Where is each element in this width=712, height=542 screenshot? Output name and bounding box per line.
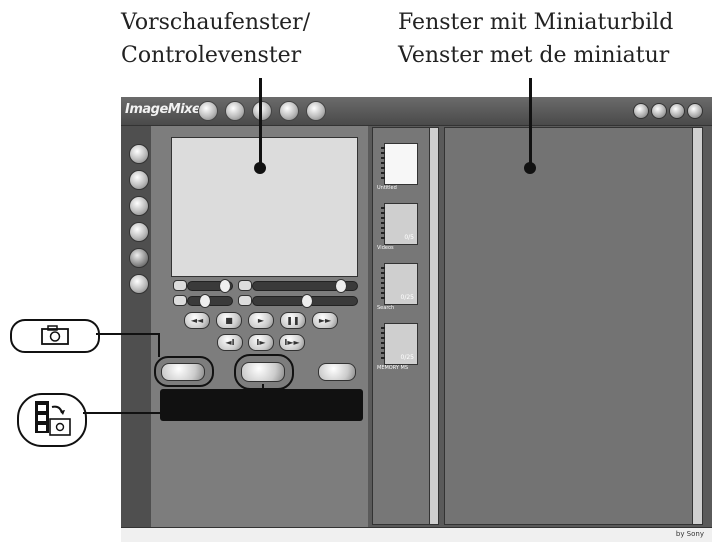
thumbnail-scrollbar[interactable] xyxy=(692,127,703,525)
preview-leader-line xyxy=(259,78,262,168)
capture-to-album-connector-up xyxy=(262,384,264,414)
next-frame-button[interactable]: I► xyxy=(248,334,274,351)
preview-leader-dot xyxy=(254,162,266,174)
capture-to-album-button[interactable] xyxy=(241,362,285,382)
volume-knob[interactable] xyxy=(218,279,231,293)
capture-to-album-label xyxy=(17,393,87,447)
speed-icon xyxy=(238,295,252,306)
status-bar: by Sony xyxy=(121,527,712,542)
info-bar xyxy=(160,389,363,421)
fast-forward-button[interactable]: ►► xyxy=(312,312,338,329)
thumbnail-leader-dot xyxy=(524,162,536,174)
info-icon[interactable] xyxy=(651,103,667,119)
help-icon[interactable] xyxy=(633,103,649,119)
balance-slider[interactable] xyxy=(187,294,233,308)
capture-tool-icon[interactable] xyxy=(129,248,149,268)
print-mode-icon[interactable] xyxy=(306,101,326,121)
thumbnail-window xyxy=(444,127,694,525)
edit-tool-icon[interactable] xyxy=(129,222,149,242)
rewind-button[interactable]: ◄◄ xyxy=(184,312,210,329)
balance-icon xyxy=(173,295,187,306)
camera-label xyxy=(10,319,100,353)
caption-thumbnail-window: Fenster mit Miniaturbild Venster met de … xyxy=(398,6,673,72)
binder-icon xyxy=(381,267,385,301)
pause-button[interactable]: ❚❚ xyxy=(280,312,306,329)
album-count: 0/25 xyxy=(400,294,414,301)
binder-icon xyxy=(381,147,385,181)
album-label: Search xyxy=(377,305,395,311)
seek-icon xyxy=(238,280,252,291)
album-item[interactable]: 0/25 xyxy=(381,263,418,305)
disc-mode-icon[interactable] xyxy=(279,101,299,121)
album-mode-icon[interactable] xyxy=(252,101,272,121)
camera-label-connector xyxy=(96,333,160,335)
imagemixer-window: ImageMixer ◄◄ ■ ► ❚❚ ►► ◄I I► xyxy=(121,97,712,542)
capture-to-album-connector xyxy=(83,412,263,414)
stop-button[interactable]: ■ xyxy=(216,312,242,329)
balance-knob[interactable] xyxy=(198,294,211,308)
play-button[interactable]: ► xyxy=(248,312,274,329)
video-mode-icon[interactable] xyxy=(225,101,245,121)
camera-label-connector-down xyxy=(158,333,160,357)
import-icon[interactable] xyxy=(129,144,149,164)
album-item[interactable] xyxy=(381,143,418,185)
album-label: Videos xyxy=(377,245,394,251)
close-icon[interactable] xyxy=(687,103,703,119)
camera-icon xyxy=(41,325,69,345)
slow-forward-button[interactable]: I►► xyxy=(279,334,305,351)
binder-icon xyxy=(381,207,385,241)
album-tool-icon[interactable] xyxy=(129,170,149,190)
app-logo: ImageMixer xyxy=(125,102,207,117)
album-count: 0/5 xyxy=(404,234,414,241)
previous-frame-button[interactable]: ◄I xyxy=(217,334,243,351)
caption-preview-window: Vorschaufenster/ Controlevenster xyxy=(121,6,310,72)
speed-knob[interactable] xyxy=(301,294,313,308)
caption-preview-line2: Controlevenster xyxy=(121,43,302,68)
thumbnail-leader-line xyxy=(529,78,532,168)
left-toolbar xyxy=(121,126,151,536)
capture-still-callout-ring xyxy=(154,356,214,387)
volume-icon xyxy=(173,280,187,291)
status-text: by Sony xyxy=(675,530,704,538)
album-label: MEMORY MS xyxy=(377,365,409,371)
disc-tool-icon[interactable] xyxy=(129,196,149,216)
volume-slider[interactable] xyxy=(187,279,233,293)
progress-knob[interactable] xyxy=(334,279,347,293)
settings-icon[interactable] xyxy=(669,103,685,119)
caption-preview-line1: Vorschaufenster/ xyxy=(121,10,311,35)
capture-to-album-callout-ring xyxy=(234,354,294,390)
trash-icon[interactable] xyxy=(129,274,149,294)
title-bar: ImageMixer xyxy=(121,97,712,126)
album-label: Untitled xyxy=(377,185,397,191)
caption-thumb-line2: Venster met de miniatur xyxy=(398,43,670,68)
photo-mode-icon[interactable] xyxy=(198,101,218,121)
album-item[interactable]: 0/5 xyxy=(381,203,418,245)
capture-still-button[interactable] xyxy=(161,363,205,381)
binder-icon xyxy=(381,327,385,361)
preview-window xyxy=(171,137,358,277)
capture-to-album-icon xyxy=(35,401,71,436)
album-scrollbar[interactable] xyxy=(429,127,439,525)
speed-slider[interactable] xyxy=(252,294,358,308)
album-item[interactable]: 0/25 xyxy=(381,323,418,365)
caption-thumb-line1: Fenster mit Miniaturbild xyxy=(398,10,674,35)
album-count: 0/25 xyxy=(400,354,414,361)
progress-slider[interactable] xyxy=(252,279,358,293)
record-button[interactable] xyxy=(318,363,356,381)
